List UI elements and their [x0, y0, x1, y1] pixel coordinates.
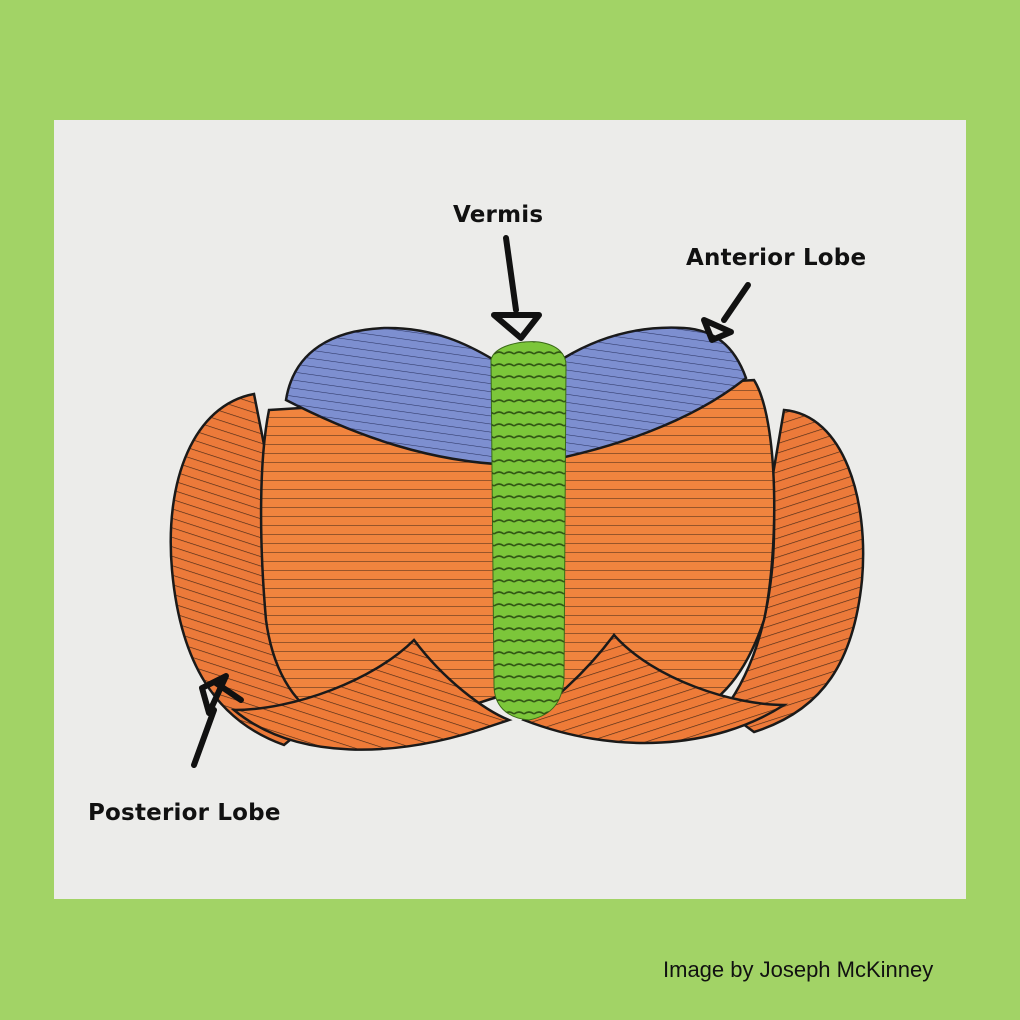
posterior-lobe-arrow [191, 673, 244, 768]
image-credit: Image by Joseph McKinney [663, 957, 934, 982]
posterior-lobe-lower-folds [230, 633, 789, 751]
vermis [490, 341, 567, 721]
cerebellum-drawing [169, 235, 865, 768]
posterior-lobe-right-outer [722, 408, 865, 734]
posterior-lobe-label: Posterior Lobe [88, 800, 281, 826]
vermis-arrow [491, 235, 542, 341]
vermis-label: Vermis [453, 202, 544, 228]
anterior-lobe-arrow [701, 282, 751, 343]
drawing-paper: Vermis Anterior Lobe Posterior Lobe [54, 120, 966, 899]
anterior-lobe-label: Anterior Lobe [686, 245, 867, 271]
